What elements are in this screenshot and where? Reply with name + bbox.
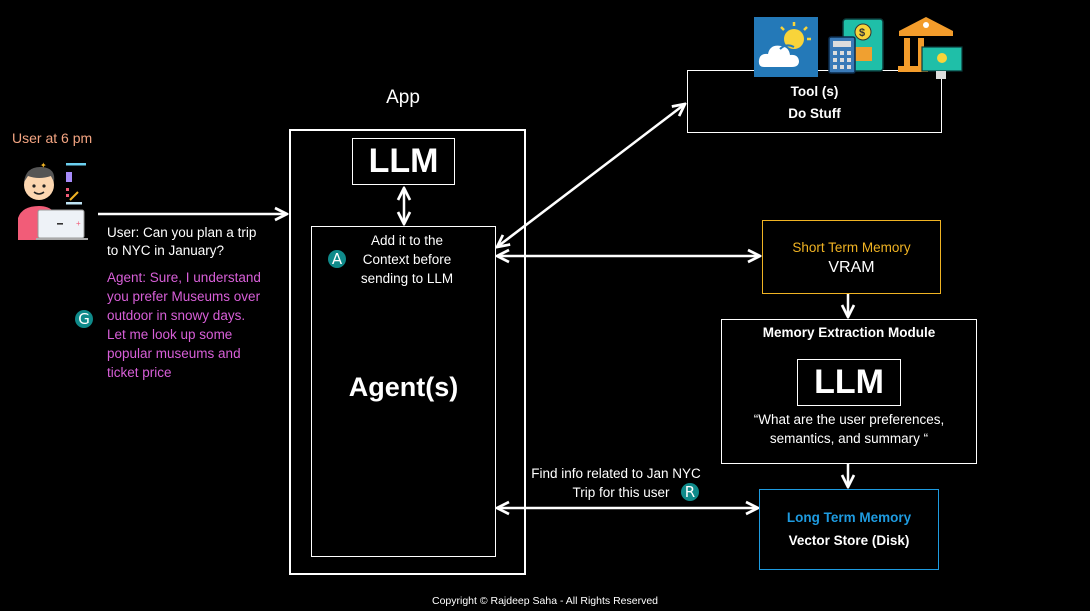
agent-reply-line: you prefer Museums over [107, 289, 261, 304]
augmentation-badge: A [328, 250, 346, 268]
user-message-line: to NYC in January? [107, 243, 225, 258]
context-text-line: Context before [362, 252, 452, 267]
context-text: Add it to the Context before sending to … [346, 231, 468, 288]
memory-extraction-title: Memory Extraction Module [762, 325, 936, 340]
extraction-prompt-line: “What are the user preferences, [753, 412, 945, 427]
svg-text:+: + [76, 219, 81, 228]
tools-title: Tool (s) [790, 84, 839, 99]
generation-badge: G [75, 310, 93, 328]
long-term-memory-subtitle: Vector Store (Disk) [788, 533, 910, 548]
app-title: App [386, 87, 420, 108]
agent-reply: Agent: Sure, I understand you prefer Mus… [107, 268, 261, 382]
agent-label: Agent(s) [348, 372, 459, 402]
long-term-memory-box: Long Term Memory Vector Store (Disk) [759, 489, 939, 570]
extraction-llm-label: LLM [814, 363, 884, 401]
tools-subtitle: Do Stuff [788, 106, 841, 121]
finance-calculator-icon: $ [827, 17, 887, 75]
short-term-memory-title: Short Term Memory [792, 240, 911, 255]
svg-text:✦: ✦ [40, 161, 47, 170]
copyright-footer: Copyright © Rajdeep Saha - All Rights Re… [431, 595, 659, 607]
app-container [289, 129, 526, 575]
extraction-llm-box: LLM [797, 359, 901, 406]
agent-box [311, 226, 496, 557]
context-text-line: Add it to the [370, 233, 444, 248]
weather-icon [754, 17, 818, 77]
memory-extraction-box: Memory Extraction Module [721, 319, 977, 464]
app-llm-label: LLM [368, 142, 439, 180]
user-message: User: Can you plan a trip to NYC in Janu… [107, 224, 256, 260]
long-term-memory-title: Long Term Memory [786, 510, 912, 525]
user-laptop-icon: ✦ + [14, 160, 89, 240]
app-llm-box: LLM [352, 138, 455, 185]
short-term-memory-subtitle: VRAM [828, 259, 875, 276]
svg-text:$: $ [859, 27, 865, 39]
agent-reply-line: ticket price [107, 365, 172, 380]
extraction-prompt-line: semantics, and summary “ [769, 431, 929, 446]
arrow-agent-tools [497, 104, 685, 247]
agent-reply-line: Agent: Sure, I understand [107, 270, 261, 285]
agent-reply-line: Let me look up some [107, 327, 233, 342]
agent-reply-line: outdoor in snowy days. [107, 308, 246, 323]
short-term-memory-box: Short Term Memory VRAM [762, 220, 941, 294]
bank-money-icon [896, 13, 964, 80]
retrieval-text-line: Trip for this user [572, 485, 670, 500]
context-text-line: sending to LLM [360, 271, 454, 286]
retrieval-text-line: Find info related to Jan NYC [531, 466, 701, 481]
retrieval-text: Find info related to Jan NYC Trip for th… [526, 464, 706, 502]
agent-reply-line: popular museums and [107, 346, 241, 361]
user-message-line: User: Can you plan a trip [107, 225, 257, 240]
retrieval-badge: R [681, 483, 699, 501]
extraction-prompt: “What are the user preferences, semantic… [721, 410, 977, 448]
user-label: User at 6 pm [12, 130, 93, 146]
